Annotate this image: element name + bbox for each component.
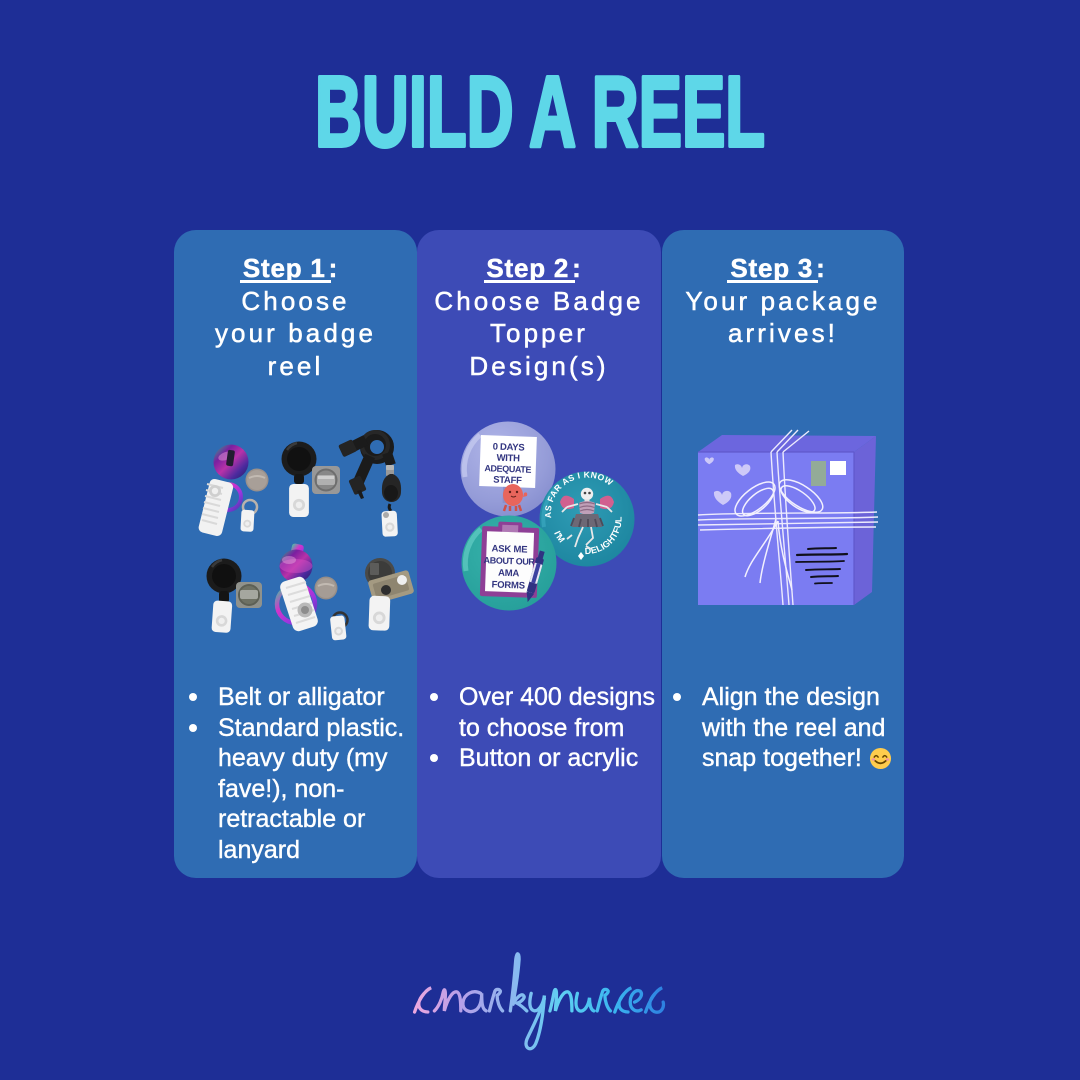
svg-text:FORMS: FORMS	[491, 579, 525, 591]
svg-text:0 DAYS: 0 DAYS	[492, 441, 524, 453]
svg-text:STAFF: STAFF	[493, 474, 522, 486]
svg-text:ASK ME: ASK ME	[491, 543, 527, 555]
svg-text:ADEQUATE: ADEQUATE	[484, 463, 531, 475]
svg-text:ABOUT OUR: ABOUT OUR	[483, 555, 535, 567]
svg-text:WITH: WITH	[496, 453, 520, 465]
svg-text:AMA: AMA	[498, 568, 520, 580]
svg-text:BUILD A REEL: BUILD A REEL	[315, 56, 765, 168]
